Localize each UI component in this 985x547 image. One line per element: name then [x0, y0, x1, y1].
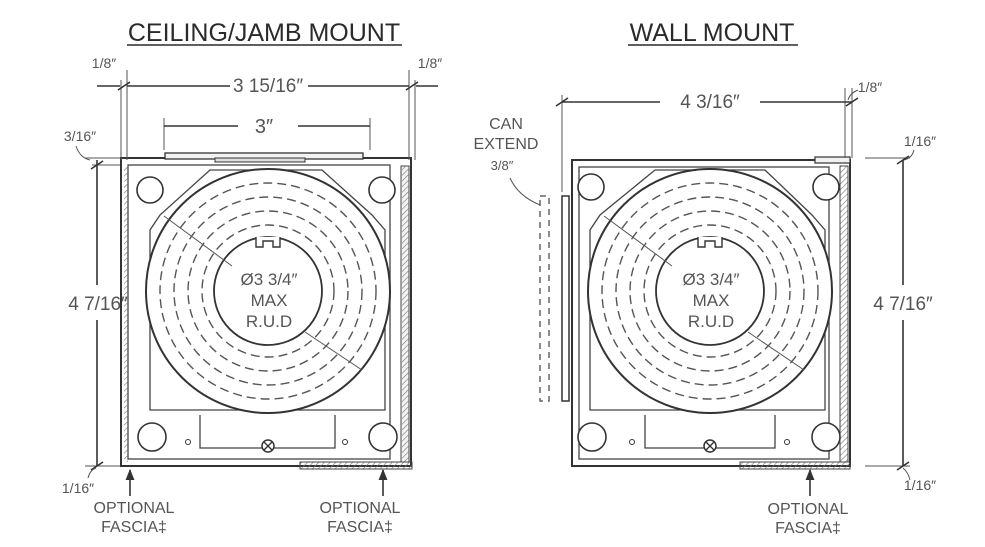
wall-top-right-clearance: 1/8″ — [858, 79, 882, 95]
ceiling-mount-group: CEILING/JAMB MOUNT — [62, 19, 442, 536]
ceiling-rud-max: MAX — [251, 291, 288, 310]
wall-fascia-line1: OPTIONAL — [768, 501, 849, 518]
ceiling-top-offset: 3/16″ — [64, 128, 96, 144]
ceiling-fascia-left-line1: OPTIONAL — [94, 500, 175, 517]
ceiling-top-right-clearance: 1/8″ — [418, 55, 442, 71]
ceiling-fascia-left-line2: FASCIA‡ — [101, 519, 167, 536]
wall-top-offset: 1/16″ — [904, 133, 936, 149]
wall-rud-max: MAX — [693, 291, 730, 310]
wall-fascia-line2: FASCIA‡ — [775, 520, 841, 537]
wall-mount-group: WALL MOUNT Ø3 3/4″ MAX R — [474, 19, 937, 537]
wall-rud-diameter: Ø3 3/4″ — [682, 270, 739, 289]
ceiling-mount-title: CEILING/JAMB MOUNT — [128, 19, 400, 47]
ceiling-rud-diameter: Ø3 3/4″ — [240, 270, 297, 289]
ceiling-inner-width: 3″ — [255, 116, 273, 138]
ceiling-bottom-offset: 1/16″ — [62, 480, 94, 496]
ceiling-fascia-right-line1: OPTIONAL — [320, 500, 401, 517]
ceiling-fascia-right-line2: FASCIA‡ — [327, 519, 393, 536]
wall-can-extend-line1: CAN — [489, 116, 523, 133]
ceiling-height: 4 7/16″ — [68, 294, 128, 315]
wall-bottom-offset: 1/16″ — [904, 477, 936, 493]
wall-overall-width: 4 3/16″ — [680, 92, 740, 113]
wall-can-extend-line2: EXTEND — [474, 136, 539, 153]
ceiling-overall-width: 3 15/16″ — [233, 76, 303, 97]
ceiling-top-left-clearance: 1/8″ — [92, 55, 116, 71]
wall-height: 4 7/16″ — [873, 294, 933, 315]
ceiling-rud-label: R.U.D — [246, 312, 292, 331]
wall-rud-label: R.U.D — [688, 312, 734, 331]
wall-mount-title: WALL MOUNT — [630, 19, 795, 47]
wall-can-extend-value: 3/8″ — [491, 158, 514, 173]
